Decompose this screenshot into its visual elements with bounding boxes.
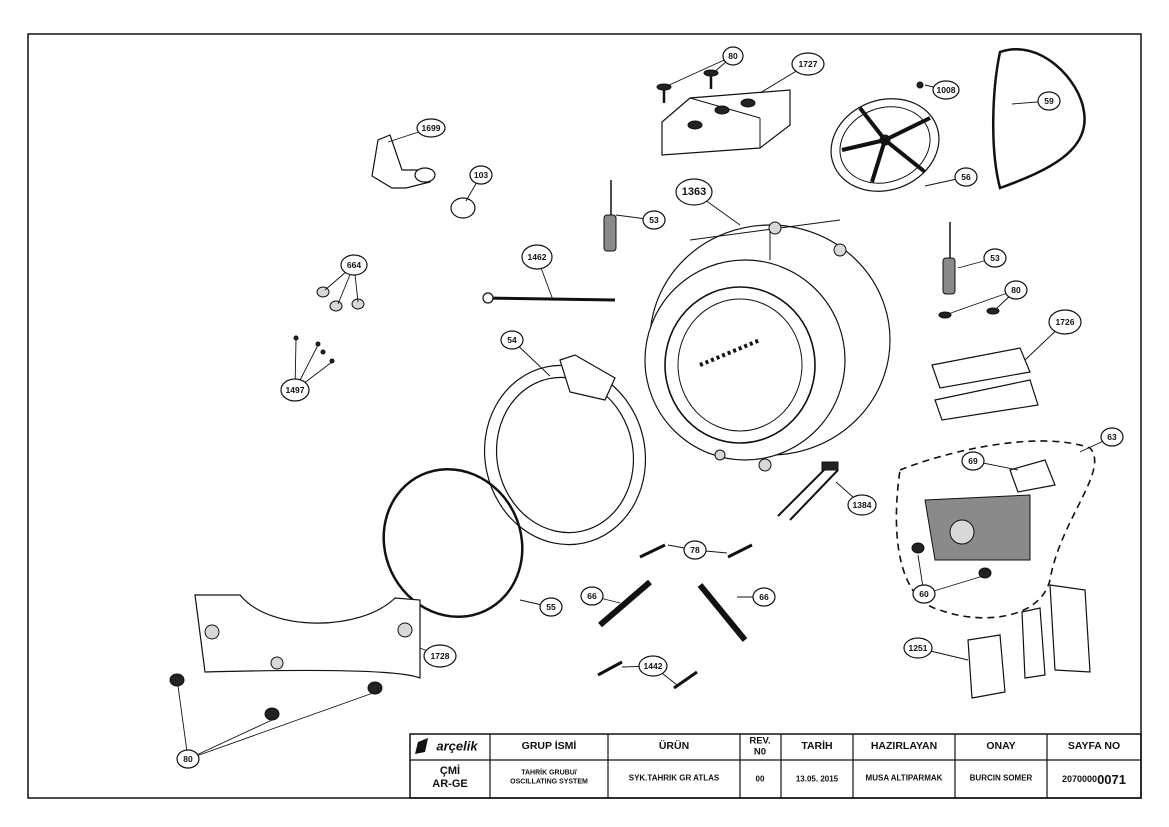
- svg-text:103: 103: [474, 170, 488, 180]
- callout-80-right: 80: [1004, 280, 1028, 300]
- code-line1: ÇMİ: [440, 764, 460, 777]
- part-bolts-78: [639, 543, 753, 559]
- callout-53-right: 53: [983, 248, 1007, 268]
- callout-63: 63: [1100, 427, 1124, 447]
- svg-text:80: 80: [183, 754, 193, 764]
- part-clips: [293, 335, 335, 364]
- part-counterweight-side: [931, 307, 1039, 421]
- svg-text:60: 60: [919, 589, 929, 599]
- page-value: 20700000071: [1062, 772, 1126, 787]
- callout-56: 56: [954, 167, 978, 187]
- callout-53-left: 53: [642, 210, 666, 230]
- callout-664: 664: [340, 254, 368, 276]
- part-gasket: [382, 467, 524, 619]
- svg-text:1727: 1727: [799, 59, 818, 69]
- callout-60: 60: [912, 584, 936, 604]
- callout-59: 59: [1037, 91, 1061, 111]
- callout-1726: 1726: [1048, 309, 1082, 335]
- svg-text:55: 55: [546, 602, 556, 612]
- svg-text:53: 53: [649, 215, 659, 225]
- header-approved: ONAY: [986, 740, 1015, 752]
- part-hose: [371, 134, 476, 219]
- callout-1699: 1699: [416, 118, 446, 138]
- code-line2: AR-GE: [432, 778, 467, 790]
- svg-text:56: 56: [961, 172, 971, 182]
- callouts: 80 1727 1008 59 1699 103 56 1363 53 53 6…: [176, 46, 1124, 769]
- part-counterweight-bottom: [194, 594, 421, 679]
- part-counterweight-top: [661, 89, 791, 156]
- callout-66-right: 66: [752, 587, 776, 607]
- svg-text:1728: 1728: [431, 651, 450, 661]
- logo: arçelik: [415, 738, 478, 754]
- logo-text: arçelik: [436, 739, 478, 754]
- part-pins: [597, 660, 698, 690]
- title-block: arçelik GRUP İSMİ ÜRÜN REV. N0 TARİH HAZ…: [409, 733, 1142, 799]
- approved-value: BURCIN SOMER: [970, 774, 1033, 783]
- prepared-value: MUSA ALTIPARMAK: [866, 774, 943, 783]
- group-line1: TAHRİK GRUBU/: [521, 769, 577, 777]
- callout-1497: 1497: [280, 378, 310, 402]
- svg-text:664: 664: [347, 260, 361, 270]
- callout-1727: 1727: [791, 52, 825, 76]
- svg-text:53: 53: [990, 253, 1000, 263]
- header-rev-line2: N0: [754, 747, 766, 758]
- callout-103: 103: [469, 165, 493, 185]
- part-belt: [992, 48, 1086, 190]
- svg-text:78: 78: [690, 545, 700, 555]
- callout-1442: 1442: [638, 655, 668, 677]
- group-line2: OSCILLATING SYSTEM: [510, 779, 588, 786]
- part-tub: [644, 219, 891, 472]
- svg-text:59: 59: [1044, 96, 1054, 106]
- svg-text:54: 54: [507, 335, 517, 345]
- callout-66-left: 66: [580, 586, 604, 606]
- callout-1251: 1251: [903, 637, 933, 659]
- svg-text:66: 66: [759, 592, 769, 602]
- svg-text:1699: 1699: [422, 123, 441, 133]
- callout-1728: 1728: [423, 644, 457, 668]
- svg-text:1251: 1251: [909, 643, 928, 653]
- header-prepared: HAZIRLAYAN: [871, 740, 937, 752]
- callout-80-top: 80: [722, 46, 744, 66]
- svg-text:1497: 1497: [286, 385, 305, 395]
- header-rev-line1: REV.: [749, 736, 770, 747]
- callout-55: 55: [539, 597, 563, 617]
- callout-69: 69: [961, 451, 985, 471]
- callout-78: 78: [683, 540, 707, 560]
- callout-1008: 1008: [932, 80, 960, 100]
- part-springs: [603, 180, 956, 295]
- callout-1363: 1363: [675, 178, 713, 206]
- svg-text:1008: 1008: [937, 85, 956, 95]
- svg-text:69: 69: [968, 456, 978, 466]
- part-rod: [482, 292, 616, 304]
- part-pulley: [830, 81, 940, 192]
- svg-text:1462: 1462: [528, 252, 547, 262]
- callout-1384: 1384: [847, 494, 877, 516]
- header-group: GRUP İSMİ: [522, 739, 577, 752]
- callout-1462: 1462: [521, 244, 553, 270]
- svg-text:80: 80: [728, 51, 738, 61]
- callout-80-bottom: 80: [176, 749, 200, 769]
- part-brackets: [967, 584, 1091, 699]
- callout-54: 54: [500, 330, 524, 350]
- rev-value: 00: [756, 775, 765, 784]
- svg-text:1726: 1726: [1056, 317, 1075, 327]
- header-date: TARİH: [801, 739, 832, 752]
- svg-text:66: 66: [587, 591, 597, 601]
- svg-text:1384: 1384: [853, 500, 872, 510]
- part-screws-bottom: [169, 673, 383, 721]
- header-page: SAYFA NO: [1068, 740, 1120, 752]
- svg-text:80: 80: [1011, 285, 1021, 295]
- product-value: SYK.TAHRIK GR ATLAS: [629, 774, 720, 783]
- svg-text:63: 63: [1107, 432, 1117, 442]
- part-motor-group: [895, 440, 1096, 619]
- part-dampers: [598, 579, 748, 642]
- svg-text:1442: 1442: [644, 661, 663, 671]
- header-product: ÜRÜN: [659, 739, 689, 752]
- part-heater: [777, 461, 839, 521]
- part-tub-front: [483, 354, 647, 546]
- svg-text:1363: 1363: [682, 186, 706, 198]
- date-value: 13.05. 2015: [796, 775, 839, 784]
